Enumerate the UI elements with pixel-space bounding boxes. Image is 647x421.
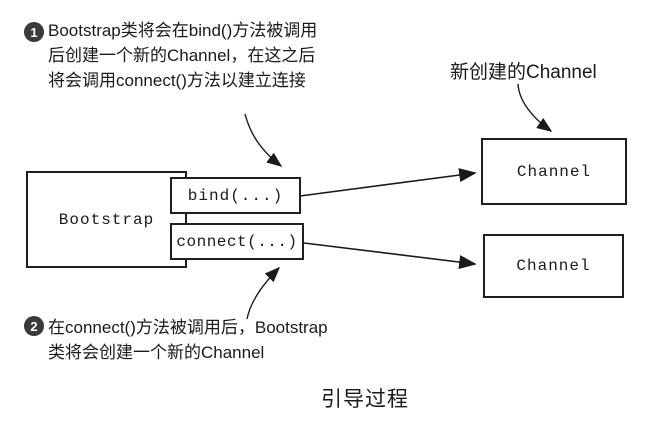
step2-annotation-arrow <box>246 266 281 320</box>
connect-method-label: connect(...) <box>176 232 298 251</box>
step2-annotation: 在connect()方法被调用后，Bootstrap 类将会创建一个新的Chan… <box>48 315 328 365</box>
bind-method-label: bind(...) <box>187 186 284 205</box>
step2-number-badge: 2 <box>24 316 44 336</box>
connect-method-box: connect(...) <box>170 223 304 260</box>
bind-to-channel1-arrow <box>299 168 477 197</box>
channel1-box: Channel <box>481 138 627 205</box>
bootstrap-box: Bootstrap <box>26 171 187 268</box>
bootstrap-box-label: Bootstrap <box>58 210 155 229</box>
channel2-label: Channel <box>516 257 591 275</box>
step1-number-badge: 1 <box>24 22 44 42</box>
step1-annotation-arrow <box>244 113 283 167</box>
new-channel-label-arrow <box>517 83 553 132</box>
diagram-caption: 引导过程 <box>321 388 409 411</box>
step1-annotation-line2: 后创建一个新的Channel，在这之后 <box>48 46 316 65</box>
new-channel-label: 新创建的Channel <box>450 62 597 83</box>
step2-annotation-line2: 类将会创建一个新的Channel <box>48 343 265 362</box>
step2-annotation-line1: 在connect()方法被调用后，Bootstrap <box>48 318 328 337</box>
connect-to-channel2-arrow <box>303 242 477 270</box>
channel1-label: Channel <box>516 162 592 181</box>
step1-annotation-line3: 将会调用connect()方法以建立连接 <box>48 71 306 90</box>
step1-annotation: Bootstrap类将会在bind()方法被调用 后创建一个新的Channel，… <box>48 18 317 93</box>
bind-method-box: bind(...) <box>170 177 301 214</box>
channel2-box: Channel <box>483 234 624 298</box>
step1-annotation-line1: Bootstrap类将会在bind()方法被调用 <box>48 21 318 40</box>
